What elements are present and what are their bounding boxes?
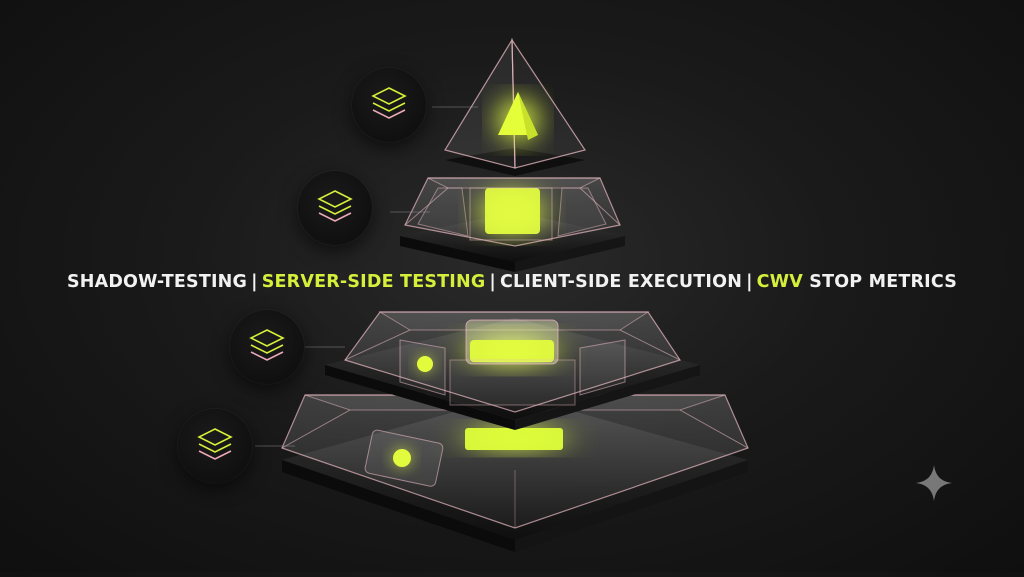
headline-shadow-testing: SHADOW-TESTING (66, 272, 248, 292)
tier-1-tip (444, 37, 586, 176)
headline-cwv: CWV (756, 272, 803, 292)
headline-client-side-execution: CLIENT-SIDE EXECUTION (500, 272, 743, 292)
headline-separator: | (251, 272, 258, 292)
layers-icon (197, 428, 233, 460)
headline-stop-metrics: STOP METRICS (802, 272, 958, 292)
headline-separator: | (746, 272, 753, 292)
tier-3 (325, 311, 700, 430)
sparkle-icon (914, 463, 954, 508)
tier-3-layers-badge (230, 310, 304, 384)
headline-server-side-testing: SERVER-SIDE TESTING (261, 272, 486, 292)
tier-2 (400, 177, 625, 272)
headline-separator: | (489, 272, 497, 292)
tier-2-layers-badge (298, 171, 372, 245)
layers-icon (371, 87, 407, 119)
layers-icon (317, 190, 353, 222)
tier-4-layers-badge (178, 409, 252, 483)
layers-icon (249, 329, 285, 361)
headline: SHADOW-TESTING|SERVER-SIDE TESTING|CLIEN… (0, 272, 1024, 292)
tier-1-layers-badge (352, 68, 426, 142)
